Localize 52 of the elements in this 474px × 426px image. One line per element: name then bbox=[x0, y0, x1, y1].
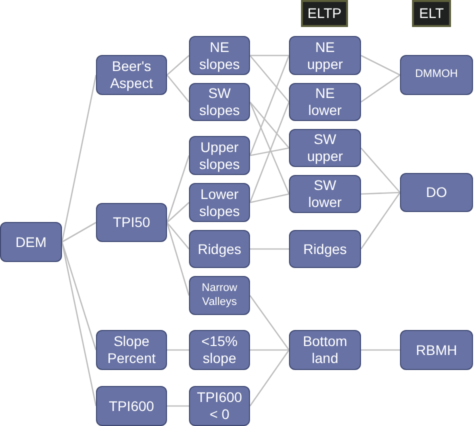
connector-line bbox=[250, 248, 289, 250]
process-box: Upper slopes bbox=[189, 136, 250, 175]
connector-line bbox=[166, 74, 190, 102]
connector-line bbox=[167, 349, 189, 351]
process-box: Lower slopes bbox=[189, 183, 250, 222]
connector-line bbox=[360, 54, 400, 76]
column-header: ELT bbox=[412, 0, 451, 27]
connector-line bbox=[61, 242, 97, 350]
process-box: Ridges bbox=[189, 230, 250, 268]
process-box: SW lower bbox=[289, 175, 361, 213]
connector-line bbox=[360, 148, 400, 193]
process-box: NE lower bbox=[289, 83, 361, 121]
connector-line bbox=[166, 222, 190, 250]
process-box: DO bbox=[400, 173, 473, 212]
process-box: NE slopes bbox=[189, 36, 250, 75]
process-box: Bottom land bbox=[289, 330, 361, 370]
process-box: NE upper bbox=[289, 36, 361, 75]
process-box: TPI600 < 0 bbox=[189, 386, 250, 426]
connector-line bbox=[166, 55, 190, 76]
process-box: Narrow Valleys bbox=[189, 276, 250, 315]
connector-line bbox=[61, 242, 97, 406]
process-box: Ridges bbox=[289, 230, 361, 268]
process-box: <15% slope bbox=[189, 330, 250, 370]
connector-line bbox=[360, 192, 401, 250]
process-box: SW upper bbox=[289, 129, 361, 167]
process-box: DEM bbox=[0, 222, 62, 262]
connector-line bbox=[62, 222, 96, 243]
connector-line bbox=[361, 349, 400, 351]
connector-line bbox=[250, 193, 290, 204]
connector-line bbox=[250, 349, 289, 351]
connector-line bbox=[166, 155, 190, 223]
connector-line bbox=[249, 55, 290, 156]
connector-line bbox=[250, 54, 289, 56]
connector-line bbox=[249, 350, 290, 406]
connector-line bbox=[167, 405, 189, 407]
process-box: Slope Percent bbox=[96, 330, 167, 370]
process-box: DMMOH bbox=[400, 55, 473, 95]
connector-line bbox=[166, 202, 190, 223]
connector-line bbox=[360, 192, 400, 195]
connector-line bbox=[250, 147, 290, 156]
connector-line bbox=[61, 74, 97, 242]
connector-line bbox=[166, 222, 190, 296]
process-box: RBMH bbox=[400, 330, 473, 370]
process-box: Beer's Aspect bbox=[96, 55, 167, 95]
connector-line bbox=[360, 74, 400, 103]
connector-line bbox=[250, 102, 290, 148]
process-box: SW slopes bbox=[189, 83, 250, 121]
column-header: ELTP bbox=[301, 0, 348, 27]
process-box: TPI600 bbox=[96, 386, 167, 426]
connector-line bbox=[249, 295, 290, 350]
process-box: TPI50 bbox=[96, 203, 167, 242]
connector-line bbox=[250, 55, 290, 102]
